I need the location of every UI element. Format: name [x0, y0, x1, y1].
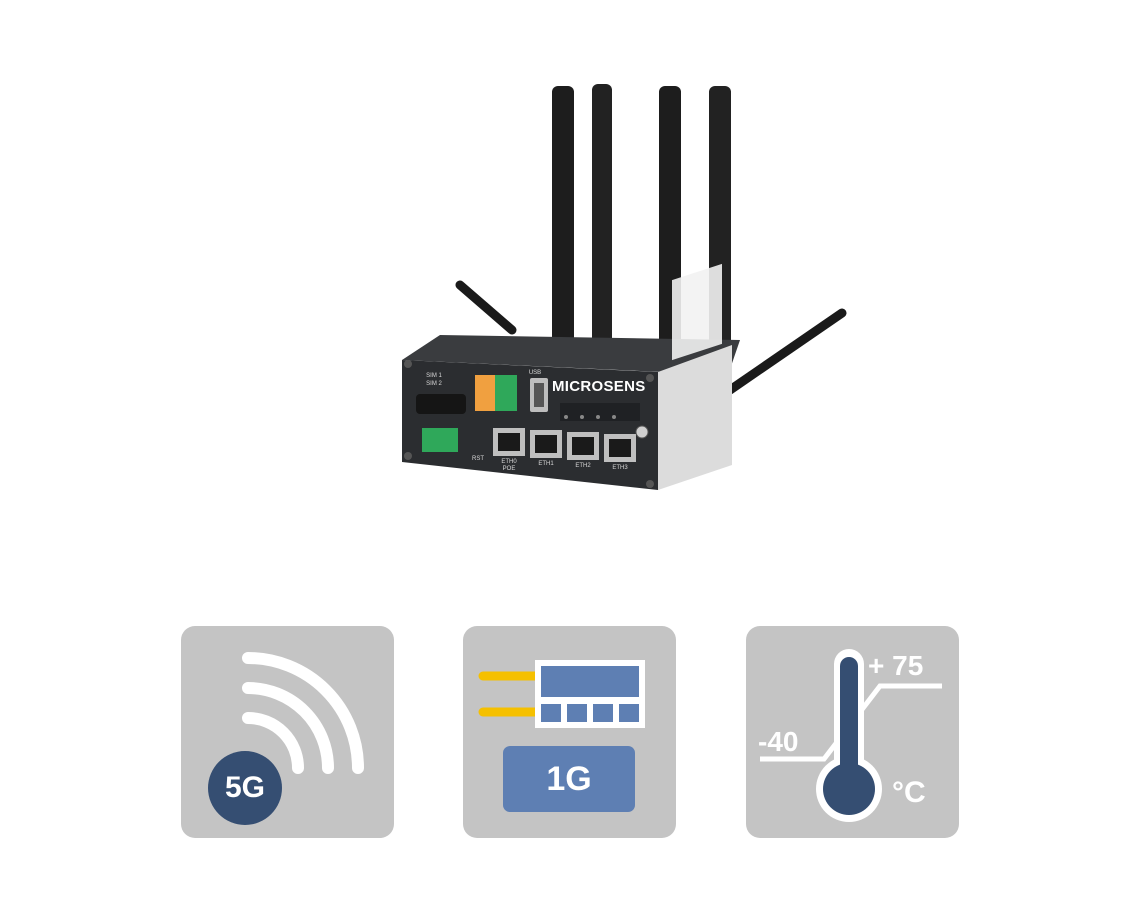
thermometer-icon: [760, 649, 942, 822]
label-1g: 1G: [503, 746, 635, 812]
eth2-label: ETH2: [575, 463, 591, 469]
eth1-label: ETH1: [538, 461, 554, 467]
antenna-right-side: [725, 308, 847, 395]
temperature-low-label: -40: [758, 726, 799, 757]
temperature-high-label: + 75: [868, 650, 924, 681]
feature-tile-5g: 5G: [181, 626, 394, 838]
ethernet-switch-icon: [478, 660, 645, 728]
brand-logo-text: MICROSENS: [552, 378, 646, 395]
eth3-label: ETH3: [612, 465, 628, 471]
feature-tile-1g: 1G: [463, 626, 676, 838]
wireless-signal-icon: [242, 652, 364, 774]
label-5g: 5G: [208, 751, 282, 825]
router-illustration: [402, 84, 847, 490]
rst-label: RST: [472, 456, 484, 462]
temperature-unit-label: °C: [892, 776, 926, 809]
antenna-2: [592, 84, 612, 346]
antenna-1: [552, 86, 574, 348]
poe-label: POE: [502, 466, 516, 472]
antenna-left-side: [455, 280, 517, 335]
router-product-image: MICROSENS SIM 1 SIM 2 USB RST ETH0 POE E…: [380, 70, 870, 500]
feature-tile-temperature: + 75 -40 °C: [746, 626, 959, 838]
sim2-label: SIM 2: [426, 381, 442, 387]
sim1-label: SIM 1: [426, 373, 442, 379]
usb-label: USB: [528, 370, 542, 376]
eth0-label: ETH0: [501, 459, 517, 465]
